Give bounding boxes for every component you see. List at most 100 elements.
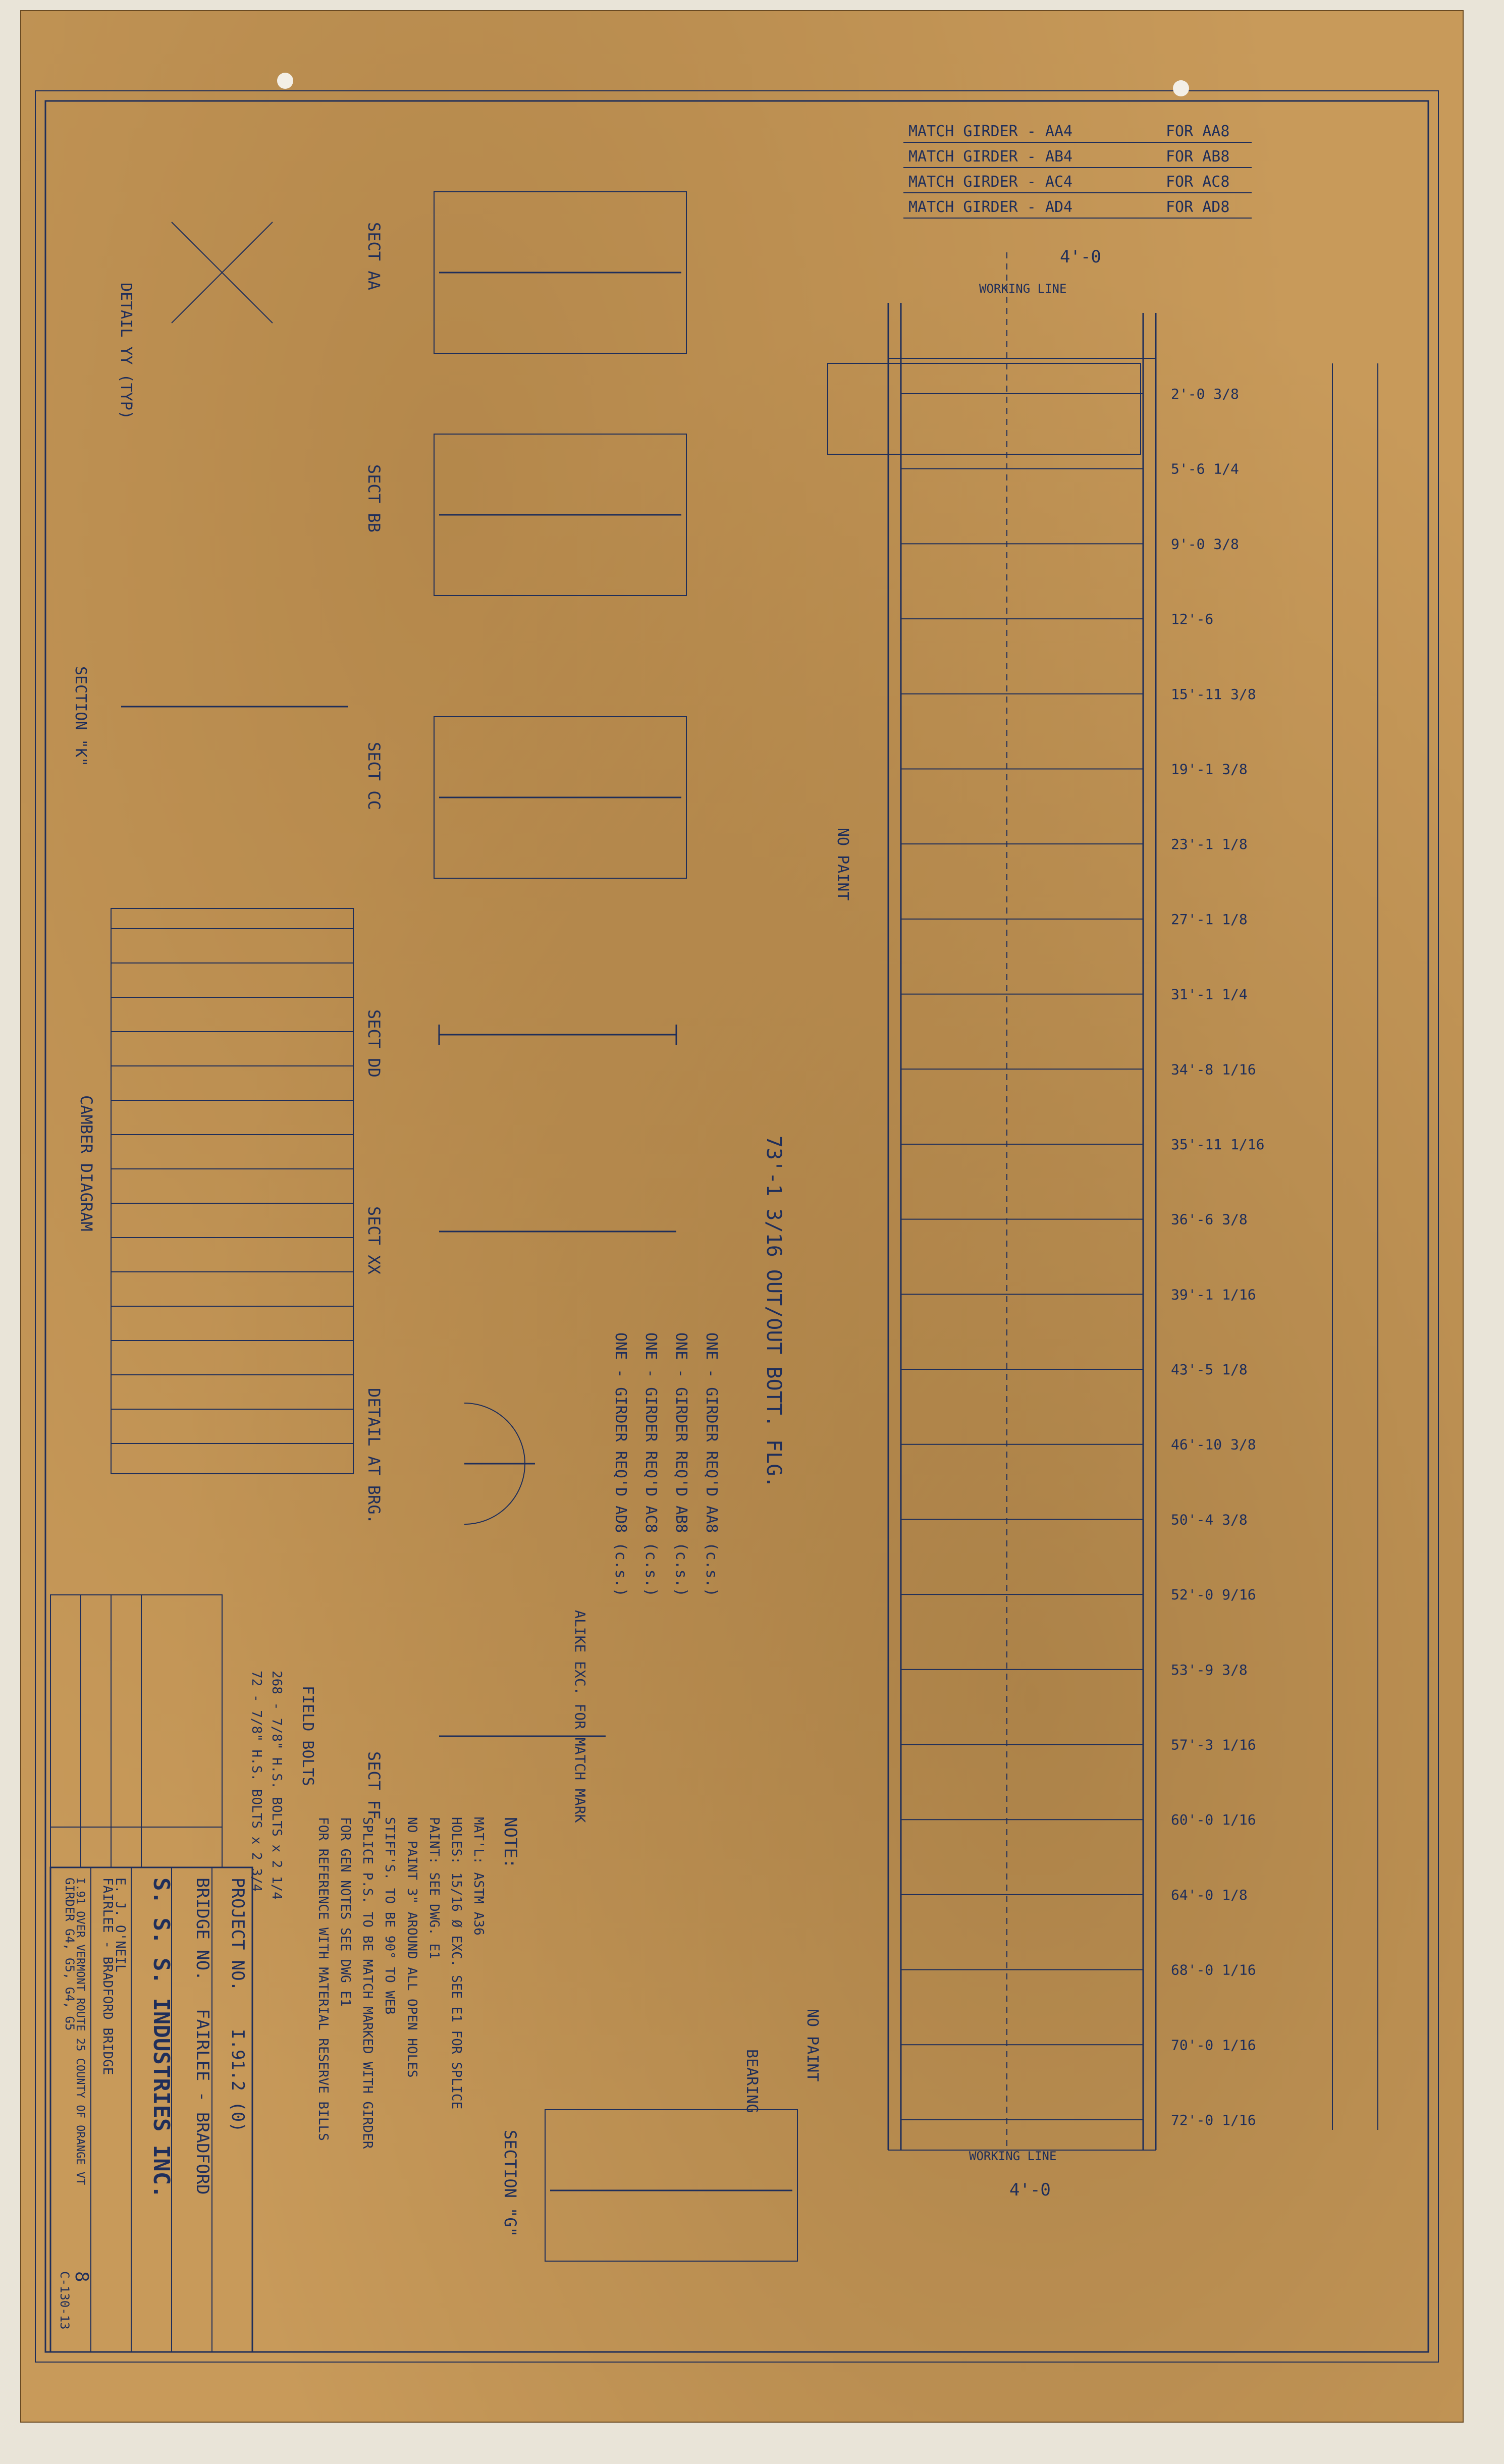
- note-line: STIFF'S. TO BE 90° TO WEB: [382, 1817, 397, 2014]
- station-label: 23'-1 1/8: [1171, 836, 1248, 852]
- stiffeners: [901, 393, 1143, 2120]
- bridge-no-label: BRIDGE NO.: [192, 1878, 212, 1981]
- station-dimensions: 2'-0 3/8 5'-6 1/4 9'-0 3/8 12'-6 15'-11 3/8 1…: [1171, 386, 1264, 2128]
- location-value: I.91 OVER VERMONT ROUTE 25 COUNTY OF ORA…: [74, 1878, 86, 2185]
- match-row-3-for: FOR AC8: [1166, 173, 1229, 191]
- station-label: 52'-0 9/16: [1171, 1586, 1256, 1603]
- station-label: 5'-6 1/4: [1171, 461, 1239, 477]
- section-kk-label: SECTION "K": [72, 666, 89, 767]
- contract-no: C-130-13: [58, 2271, 72, 2330]
- station-label: 64'-0 1/8: [1171, 1887, 1248, 1903]
- note-line: PAINT: SEE DWG. E1: [426, 1817, 442, 1959]
- title-block: PROJECT NO. I.91.2 (0) BRIDGE NO. FAIRLE…: [49, 1866, 253, 2353]
- station-label: 2'-0 3/8: [1171, 386, 1239, 402]
- customer-value: E. J. O'NEIL: [113, 1878, 128, 1972]
- girder-requirements: ONE - GIRDER REQ'D AA8 (c.s.) ONE - GIRD…: [572, 1332, 720, 1823]
- inner-border: [44, 100, 1429, 2353]
- station-label: 53'-9 3/8: [1171, 1662, 1248, 1678]
- notes-block: NOTE: MAT'L: ASTM A36 HOLES: 15/16 Ø EXC.…: [315, 1817, 520, 2149]
- note-line: FOR REFERENCE WITH MATERIAL RESERVE BILL…: [315, 1817, 331, 2141]
- sect-cc-label: SECT CC: [364, 742, 384, 810]
- station-label: 70'-0 1/16: [1171, 2037, 1256, 2053]
- station-label: 68'-0 1/16: [1171, 1962, 1256, 1978]
- match-row-2-for: FOR AB8: [1166, 148, 1229, 166]
- outer-border: [35, 90, 1439, 2363]
- station-label: 31'-1 1/4: [1171, 986, 1248, 1003]
- girder-req-4: ONE - GIRDER REQ'D AD8 (c.s.): [612, 1332, 629, 1597]
- station-label: 34'-8 1/16: [1171, 1061, 1256, 1078]
- station-label: 9'-0 3/8: [1171, 535, 1239, 552]
- match-table: MATCH GIRDER - AA4 FOR AA8 MATCH GIRDER …: [903, 123, 1252, 219]
- match-row-2-girder: MATCH GIRDER - AB4: [908, 148, 1072, 166]
- sect-dd-label: SECT DD: [364, 1009, 384, 1078]
- station-label: 35'-11 1/16: [1171, 1136, 1264, 1153]
- note-line: NO PAINT 3" AROUND ALL OPEN HOLES: [404, 1817, 419, 2078]
- dwg-no: 8: [71, 2271, 92, 2282]
- camber-diagram-label: CAMBER DIAGRAM: [77, 1095, 96, 1231]
- field-bolts-label: FIELD BOLTS: [299, 1686, 316, 1786]
- detail-at-brg: DETAIL AT BRG.: [364, 1388, 535, 1525]
- sect-dd: SECT DD: [364, 1009, 677, 1078]
- detail-yy-label: DETAIL YY (TYP): [117, 283, 135, 419]
- note-line: FOR GEN NOTES SEE DWG E1: [338, 1817, 353, 2007]
- girder-req-2: ONE - GIRDER REQ'D AB8 (c.s.): [672, 1332, 690, 1597]
- girder-req-3: ONE - GIRDER REQ'D AC8 (c.s.): [642, 1332, 660, 1597]
- sect-cc: SECT CC: [364, 716, 687, 879]
- sect-bb: SECT BB: [364, 434, 687, 596]
- shop-drawing-svg: MATCH GIRDER - AA4 FOR AA8 MATCH GIRDER …: [35, 73, 1439, 2363]
- bolts-line-1: 268 - 7/8" H.S. BOLTS x 2 1/4: [269, 1671, 284, 1900]
- station-label: 39'-1 1/16: [1171, 1286, 1256, 1303]
- punch-hole: [1173, 80, 1189, 96]
- section-g: SECTION "G": [501, 2109, 798, 2262]
- project-no-label: PROJECT NO.: [228, 1878, 248, 1991]
- match-row-1-girder: MATCH GIRDER - AA4: [908, 123, 1072, 140]
- sect-ff-label: SECT FF: [364, 1751, 384, 1819]
- station-label: 12'-6: [1171, 611, 1213, 627]
- station-label: 43'-5 1/8: [1171, 1361, 1248, 1378]
- working-line-top: WORKING LINE: [979, 282, 1066, 296]
- left-details: DETAIL YY (TYP) SECTION "K" CAMBER DIAGR…: [72, 222, 354, 1900]
- title-value: GIRDER G4, G5, G4, G5: [63, 1878, 77, 2030]
- structure-value: FAIRLEE - BRADFORD BRIDGE: [100, 1878, 115, 2075]
- project-no-value: I.91.2 (0): [228, 2029, 248, 2132]
- sect-ff: SECT FF: [364, 1735, 606, 1819]
- sect-aa: SECT AA: [364, 191, 687, 354]
- bridge-no-value: FAIRLEE - BRADFORD: [192, 2009, 212, 2194]
- station-label: 60'-0 1/16: [1171, 1811, 1256, 1828]
- note-line: SPLICE P.S. TO BE MATCH MARKED WITH GIRD…: [360, 1817, 375, 2149]
- dim-bottom-width: 4'-0: [1009, 2180, 1051, 2200]
- bearing-label: BEARING: [743, 2049, 761, 2113]
- station-label: 72'-0 1/16: [1171, 2112, 1256, 2128]
- girder-req-1: ONE - GIRDER REQ'D AA8 (c.s.): [703, 1332, 720, 1597]
- alike-exc-note: ALIKE EXC. FOR MATCH MARK: [572, 1610, 588, 1823]
- no-paint-label-2: NO PAINT: [803, 2009, 821, 2082]
- dim-top-width: 4'-0: [1060, 247, 1101, 267]
- sect-aa-label: SECT AA: [364, 222, 384, 290]
- match-row-3-girder: MATCH GIRDER - AC4: [908, 173, 1072, 191]
- section-details: SECT AA SECT BB SECT CC SECT DD SECT XX …: [364, 191, 798, 2262]
- no-paint-label-1: NO PAINT: [834, 828, 851, 901]
- camber-rows: [111, 928, 353, 1444]
- station-label: 15'-11 3/8: [1171, 686, 1256, 703]
- total-length-dim: 73'-1 3/16 OUT/OUT BOTT. FLG.: [762, 1136, 785, 1488]
- station-label: 19'-1 3/8: [1171, 761, 1248, 777]
- station-label: 36'-6 3/8: [1171, 1211, 1248, 1228]
- station-label: 57'-3 1/16: [1171, 1737, 1256, 1753]
- bolts-line-2: 72 - 7/8" H.S. BOLTS x 2 3/4: [249, 1671, 264, 1892]
- note-line: HOLES: 15/16 Ø EXC. SEE E1 FOR SPLICE: [449, 1817, 464, 2109]
- sect-xx: SECT XX: [364, 1206, 676, 1274]
- match-row-1-for: FOR AA8: [1166, 123, 1229, 140]
- splice-bolt-holes: [827, 363, 1141, 455]
- note-line: MAT'L: ASTM A36: [471, 1817, 486, 1936]
- section-g-label: SECTION "G": [501, 2130, 520, 2237]
- punch-hole: [277, 73, 293, 89]
- revision-table: [50, 1594, 223, 1868]
- drawing-sheet: MATCH GIRDER - AA4 FOR AA8 MATCH GIRDER …: [20, 10, 1464, 2423]
- sect-xx-label: SECT XX: [364, 1206, 384, 1274]
- girder-elevation: 2'-0 3/8 5'-6 1/4 9'-0 3/8 12'-6 15'-11 3/8 1…: [743, 247, 1378, 2200]
- detail-brg-label: DETAIL AT BRG.: [364, 1388, 384, 1524]
- company-name: S. S. S. INDUSTRIES INC.: [148, 1878, 174, 2199]
- notes-title: NOTE:: [500, 1817, 520, 1868]
- station-label: 50'-4 3/8: [1171, 1511, 1248, 1528]
- sect-bb-label: SECT BB: [364, 464, 384, 532]
